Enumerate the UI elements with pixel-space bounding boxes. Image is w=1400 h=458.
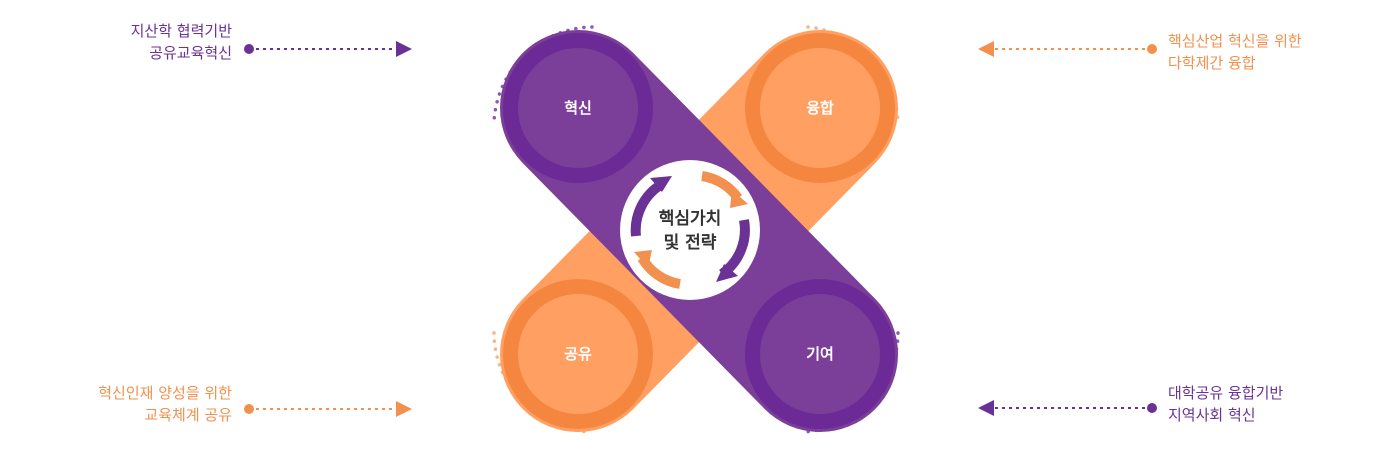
dotted-arc-innovation xyxy=(492,25,594,124)
node-label-convergence: 융합 xyxy=(806,99,834,117)
node-convergence: 융합 xyxy=(745,33,895,183)
node-label-contribution: 기여 xyxy=(806,345,834,363)
label-line: 지산학 협력기반 xyxy=(130,22,232,40)
connector-contribution xyxy=(978,400,1157,416)
label-convergence-description: 핵심산업 혁신을 위한 다학제간 융합 xyxy=(1168,30,1302,74)
node-sharing: 공유 xyxy=(503,279,653,429)
label-line: 핵심산업 혁신을 위한 xyxy=(1168,32,1302,50)
center-title-line1: 핵심가치 xyxy=(659,209,722,229)
connector-sharing xyxy=(244,401,412,417)
label-contribution-description: 대학공유 융합기반 지역사회 혁신 xyxy=(1168,382,1283,426)
connector-convergence xyxy=(978,41,1157,57)
label-line: 교육체계 공유 xyxy=(144,406,232,424)
center-hub: 핵심가치 및 전략 xyxy=(620,160,760,300)
arrowhead-icon xyxy=(716,264,738,282)
node-contribution: 기여 xyxy=(745,279,895,429)
node-innovation: 혁신 xyxy=(503,33,653,183)
label-innovation-description: 지산학 협력기반 공유교육혁신 xyxy=(40,20,232,64)
node-label-sharing: 공유 xyxy=(564,345,592,363)
label-line: 다학제간 융합 xyxy=(1168,54,1256,72)
node-label-innovation: 혁신 xyxy=(564,99,592,117)
label-line: 지역사회 혁신 xyxy=(1168,406,1256,424)
arrowhead-icon xyxy=(634,250,652,268)
label-line: 대학공유 융합기반 xyxy=(1168,384,1284,402)
arrowhead-icon xyxy=(730,190,748,208)
center-title-line2: 및 전략 xyxy=(664,233,717,253)
label-line: 혁신인재 양성을 위한 xyxy=(98,384,232,402)
label-line: 공유교육혁신 xyxy=(149,44,232,62)
arrowhead-icon xyxy=(650,176,672,192)
cycle-arrow-purple-left xyxy=(630,179,665,237)
label-sharing-description: 혁신인재 양성을 위한 교육체계 공유 xyxy=(40,382,232,426)
connector-innovation xyxy=(244,41,412,57)
